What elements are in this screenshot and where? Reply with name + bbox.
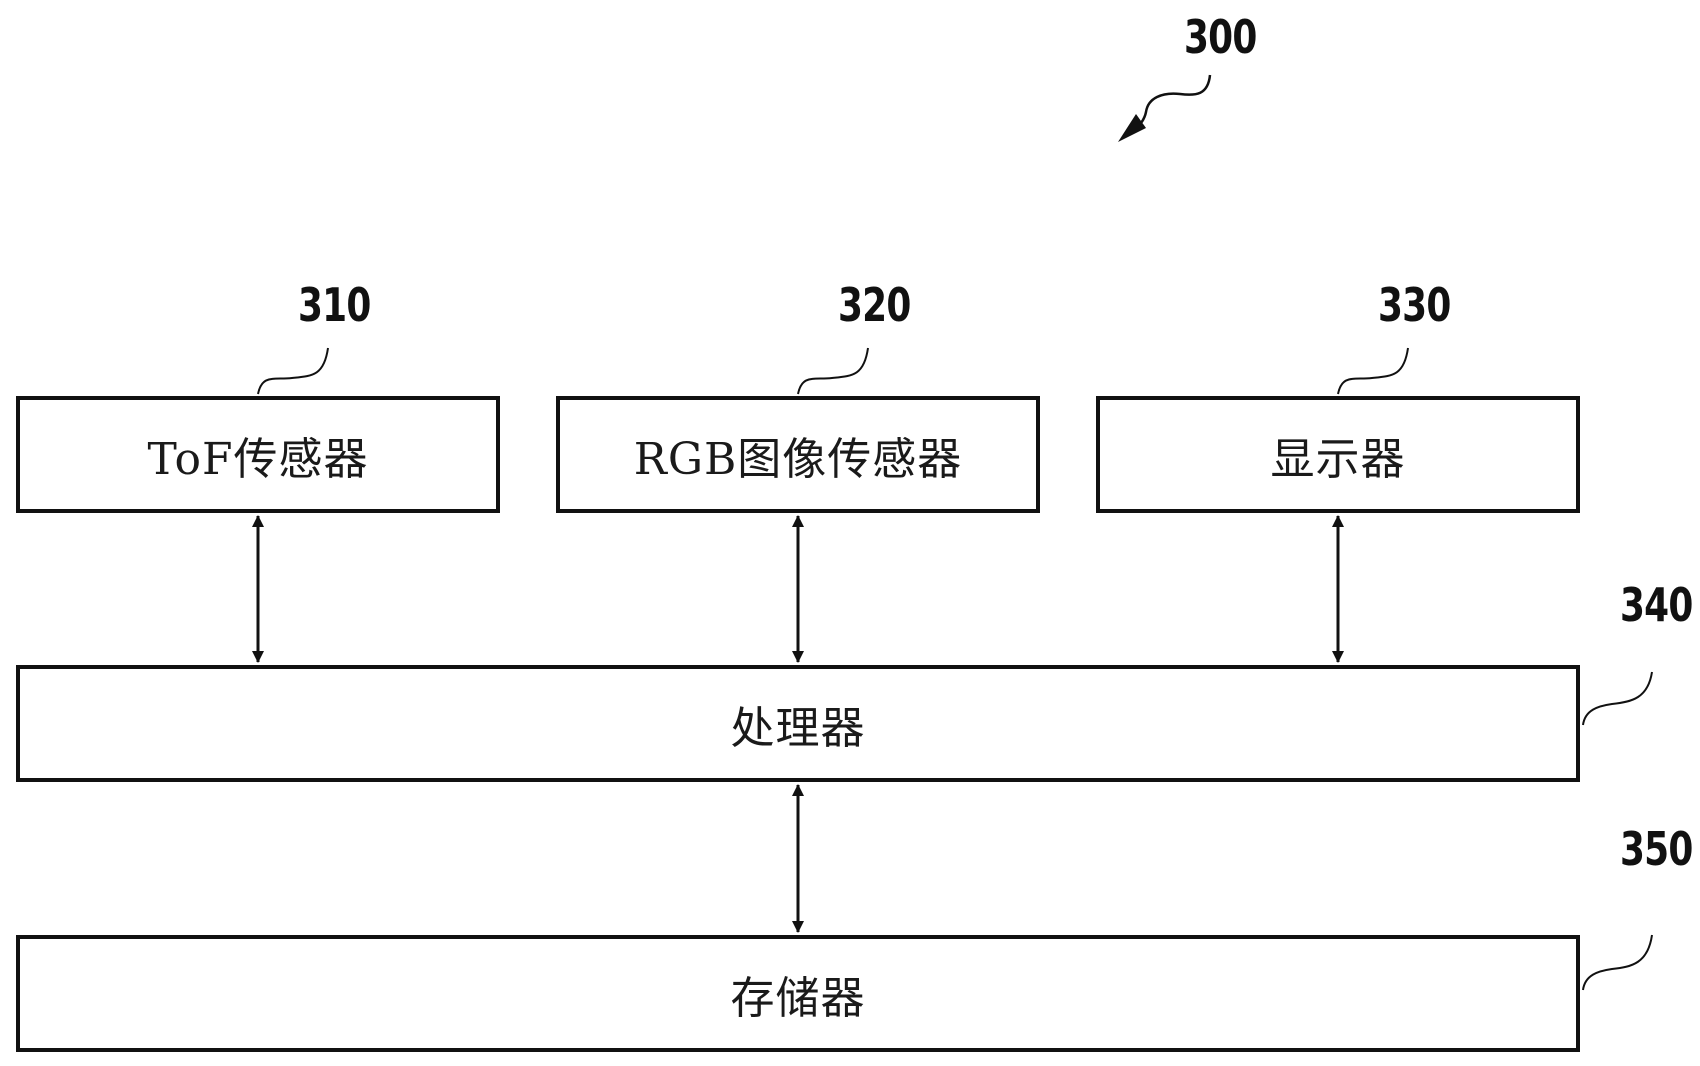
display-ref-number: 330 <box>1378 278 1451 332</box>
memory-label: 存储器 <box>730 972 866 1024</box>
tof-sensor-leader <box>257 347 329 395</box>
tof-sensor-ref-number: 310 <box>298 278 371 332</box>
processor-label: 处理器 <box>730 702 866 754</box>
figure-pointer-arrowhead <box>1118 114 1146 142</box>
memory-leader <box>1582 934 1653 991</box>
rgb-sensor-label: RGB图像传感器 <box>633 433 963 485</box>
display-block: 显示器 <box>1096 396 1580 513</box>
tof-sensor-label: ToF传感器 <box>147 433 369 485</box>
rgb-sensor-block: RGB图像传感器 <box>556 396 1040 513</box>
processor-block: 处理器 <box>16 665 1580 782</box>
rgb-sensor-leader <box>797 347 869 395</box>
memory-ref-number: 350 <box>1620 822 1693 876</box>
processor-leader <box>1582 671 1653 726</box>
tof-sensor-block: ToF传感器 <box>16 396 500 513</box>
processor-ref-number: 340 <box>1620 578 1693 632</box>
rgb-sensor-ref-number: 320 <box>838 278 911 332</box>
figure-ref-number: 300 <box>1184 10 1257 64</box>
display-label: 显示器 <box>1270 433 1406 485</box>
display-leader <box>1337 347 1409 395</box>
memory-block: 存储器 <box>16 935 1580 1052</box>
